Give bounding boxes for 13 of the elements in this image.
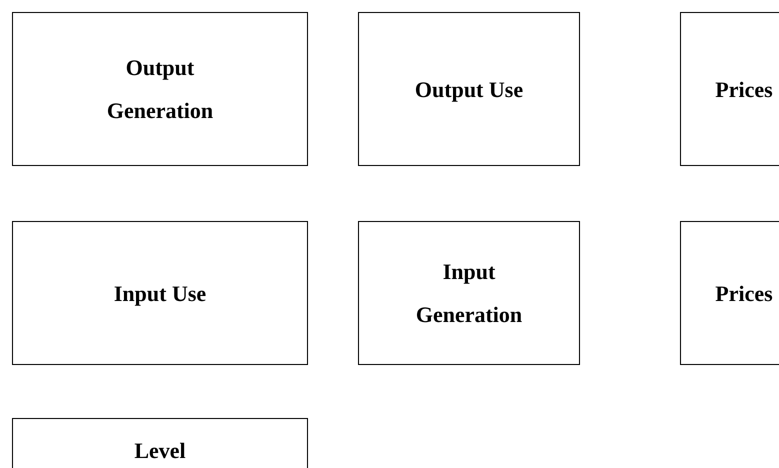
box-label: Prices	[715, 280, 773, 308]
box-label: Output Generation	[106, 54, 214, 125]
box-label: Output Use	[414, 76, 524, 104]
box-label: Level	[134, 437, 186, 465]
box-label: Input Generation	[414, 258, 524, 329]
process-box	[358, 221, 580, 365]
process-box	[12, 12, 308, 166]
process-box	[680, 221, 779, 365]
process-box	[12, 221, 308, 365]
box-label: Input Use	[114, 280, 206, 308]
process-box	[358, 12, 580, 166]
process-box	[680, 12, 779, 166]
box-label: Prices	[715, 76, 773, 104]
